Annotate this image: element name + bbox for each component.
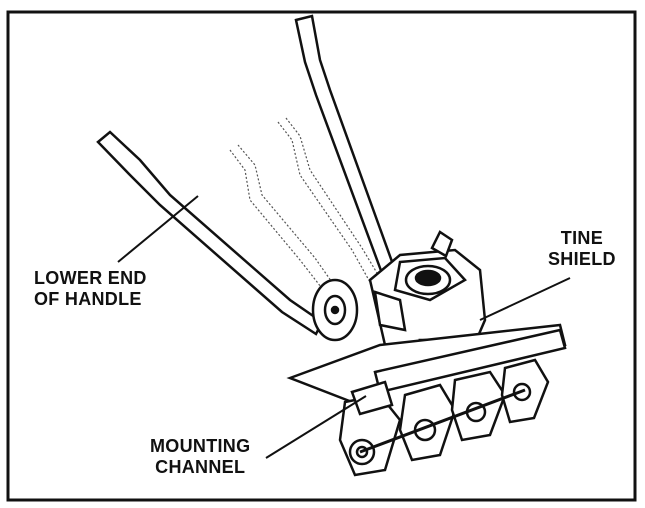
label-lower-end-of-handle: LOWER END OF HANDLE: [34, 268, 147, 310]
label-lower-end-line1: LOWER END: [34, 268, 147, 289]
label-mounting-channel-line2: CHANNEL: [150, 457, 250, 478]
label-tine-shield-line1: TINE: [548, 228, 616, 249]
wheel: [313, 280, 357, 340]
label-tine-shield-line2: SHIELD: [548, 249, 616, 270]
upright-handle: [296, 16, 395, 276]
leader-tine-shield: [480, 278, 570, 320]
label-lower-end-line2: OF HANDLE: [34, 289, 147, 310]
label-mounting-channel-line1: MOUNTING: [150, 436, 250, 457]
label-mounting-channel: MOUNTING CHANNEL: [150, 436, 250, 478]
label-tine-shield: TINE SHIELD: [548, 228, 616, 270]
